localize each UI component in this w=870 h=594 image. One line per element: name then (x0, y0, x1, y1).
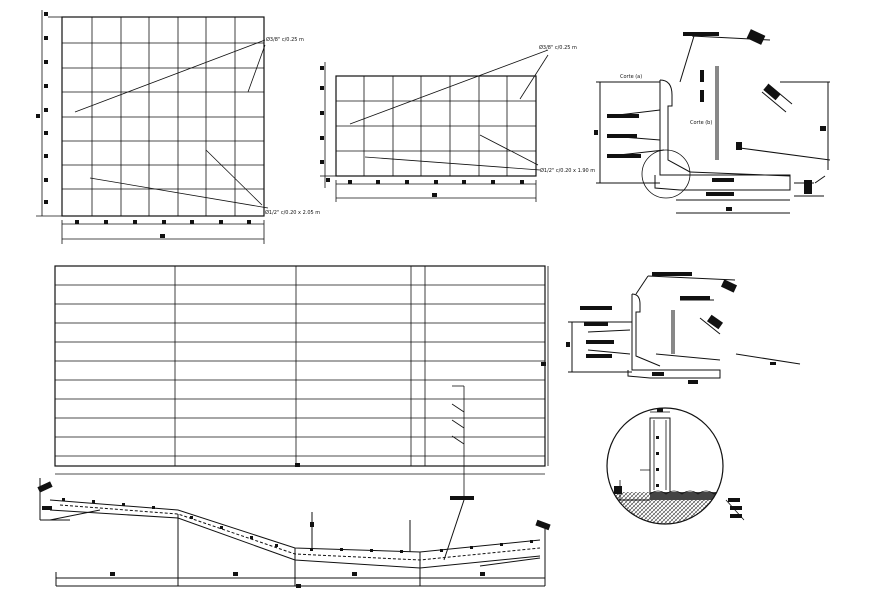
section-label-b: Corte (b) (690, 120, 712, 126)
rebar-label-a: Ø3/8" c/0.25 m (266, 36, 304, 43)
rebar-label-c: Ø1/2" c/0.20 x 2.05 m (265, 209, 320, 216)
section-label-a: Corte (a) (620, 74, 642, 80)
circular-detail-callout (606, 407, 745, 525)
rebar-grid-plan-middle: Ø3/8" c/0.25 m Ø1/2" c/0.20 x 1.90 m (320, 44, 595, 202)
rebar-grid-plan-left: Ø3/8" c/0.25 m Ø1/2" c/0.20 x 2.05 m (36, 10, 320, 244)
channel-longitudinal-profile (37, 478, 551, 588)
retaining-wall-section-top: Corte (a) Corte (b) (594, 29, 831, 214)
retaining-wall-section-small (566, 272, 801, 384)
rebar-label-b: Ø3/8" c/0.25 m (539, 44, 577, 51)
rebar-label-d: Ø1/2" c/0.20 x 1.90 m (540, 167, 595, 174)
rebar-schedule-table (54, 265, 549, 500)
